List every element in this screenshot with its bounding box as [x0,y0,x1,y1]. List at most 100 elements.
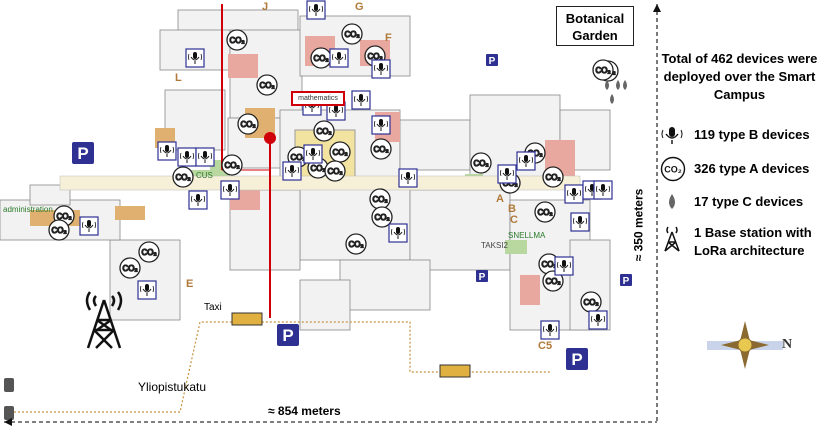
microphone-marker [157,141,177,161]
microphone-marker [570,212,590,232]
svg-text:CO₂: CO₂ [541,260,556,269]
microphone-marker [588,310,608,330]
svg-text:CO₂: CO₂ [545,277,560,286]
co2-marker: CO₂ [329,141,351,163]
svg-text:CO₂: CO₂ [372,195,387,204]
svg-text:CO₂: CO₂ [313,54,328,63]
place-label: SNELLMA [508,231,546,240]
co2-icon: CO₂ [660,156,686,182]
legend: Total of 462 devices were deployed over … [652,50,827,104]
svg-text:CO₂: CO₂ [51,226,66,235]
legend-total-line: Campus [713,87,766,102]
legend-total-line: Total of 462 devices were [661,51,818,66]
co2-marker: CO₂ [534,201,556,223]
svg-text:P: P [489,56,496,67]
svg-text:CO₂: CO₂ [473,159,488,168]
microphone-marker [593,180,613,200]
microphone-marker [303,144,323,164]
co2-marker: CO₂ [237,113,259,135]
microphone-marker [282,161,302,181]
co2-marker: CO₂ [542,166,564,188]
droplet-device-markers [605,80,627,104]
svg-text:P: P [77,144,88,163]
svg-text:CO₂: CO₂ [332,148,347,157]
taxi-vehicles [231,312,471,378]
co2-marker: CO₂ [138,241,160,263]
mathematics-highlight-label: mathematics [291,91,345,106]
svg-text:P: P [479,272,486,283]
svg-text:CO₂: CO₂ [374,213,389,222]
svg-text:CO₂: CO₂ [327,167,342,176]
svg-text:CO₂: CO₂ [367,52,382,61]
co2-marker: CO₂ [119,257,141,279]
co2-marker: CO₂ [310,47,332,69]
building-letter-g: G [355,1,364,13]
legend-total-line: deployed over the Smart [663,69,816,84]
co2-marker: CO₂ [226,29,248,51]
microphone-icon [661,127,683,144]
svg-text:P: P [571,350,582,369]
base-station-tower-icon [85,291,123,349]
microphone-device-markers [79,0,613,340]
svg-text:CO₂: CO₂ [290,153,305,162]
place-label: TAKSI2 [481,241,508,250]
microphone-marker [306,0,326,20]
microphone-marker [177,147,197,167]
co2-marker: CO₂ [256,74,278,96]
co2-marker: CO₂ [313,120,335,142]
microphone-marker [516,151,536,171]
microphone-marker [371,59,391,79]
height-measure: ≈ 350 meters [631,188,646,262]
traffic-light-icon [4,378,14,420]
svg-text:CO₂: CO₂ [595,66,610,75]
building-letter-c5: C5 [538,340,553,352]
microphone-marker [188,190,208,210]
svg-text:CO₂: CO₂ [537,208,552,217]
droplet-icon [669,194,675,209]
co2-marker: CO₂ [221,154,243,176]
width-measure: ≈ 854 meters [268,404,341,418]
taxi-label: Taxi [204,302,222,313]
svg-text:CO₂: CO₂ [373,145,388,154]
microphone-marker [329,48,349,68]
microphone-marker [371,115,391,135]
svg-text:CO₂: CO₂ [259,81,274,90]
co2-marker: CO₂ [371,206,393,228]
garden-label-line: Botanical [565,11,625,26]
red-location-marker [264,132,276,144]
svg-text:CO₂: CO₂ [583,298,598,307]
svg-text:P: P [623,276,630,287]
building-letter-e: E [186,278,194,290]
svg-text:CO₂: CO₂ [310,164,325,173]
svg-text:CO₂: CO₂ [56,212,71,221]
legend-label: 1 Base station with [694,225,812,240]
svg-text:CO₂: CO₂ [122,264,137,273]
microphone-marker [564,184,584,204]
microphone-marker [220,180,240,200]
legend-label: LoRa architecture [694,243,805,258]
co2-device-markers: CO₂ CO₂ CO₂ CO₂ CO₂ CO₂ CO₂ CO₂ CO₂ CO₂ CO₂ CO₂ CO₂ C… [48,23,619,313]
co2-marker: CO₂ [542,270,564,292]
co2-marker: CO₂ [345,233,367,255]
co2-marker: CO₂ [172,166,194,188]
legend-label: 326 type A devices [694,161,810,176]
legend-label: 119 type B devices [694,127,810,142]
svg-text:CO₂: CO₂ [141,248,156,257]
taxi-route [10,321,550,413]
microphone-marker [185,48,205,68]
svg-text:CO₂: CO₂ [229,36,244,45]
svg-text:CO₂: CO₂ [348,240,363,249]
building-letter-c: C [510,214,518,226]
microphone-marker [554,256,574,276]
street-name: Yliopistukatu [138,380,207,394]
co2-marker: CO₂ [369,188,391,210]
co2-marker: CO₂ [324,160,346,182]
microphone-marker [540,320,560,340]
microphone-marker [195,147,215,167]
microphone-marker [351,90,371,110]
microphone-marker [388,223,408,243]
microphone-marker [79,216,99,236]
co2-marker: CO₂ [370,138,392,160]
co2-marker: CO₂ [470,152,492,174]
